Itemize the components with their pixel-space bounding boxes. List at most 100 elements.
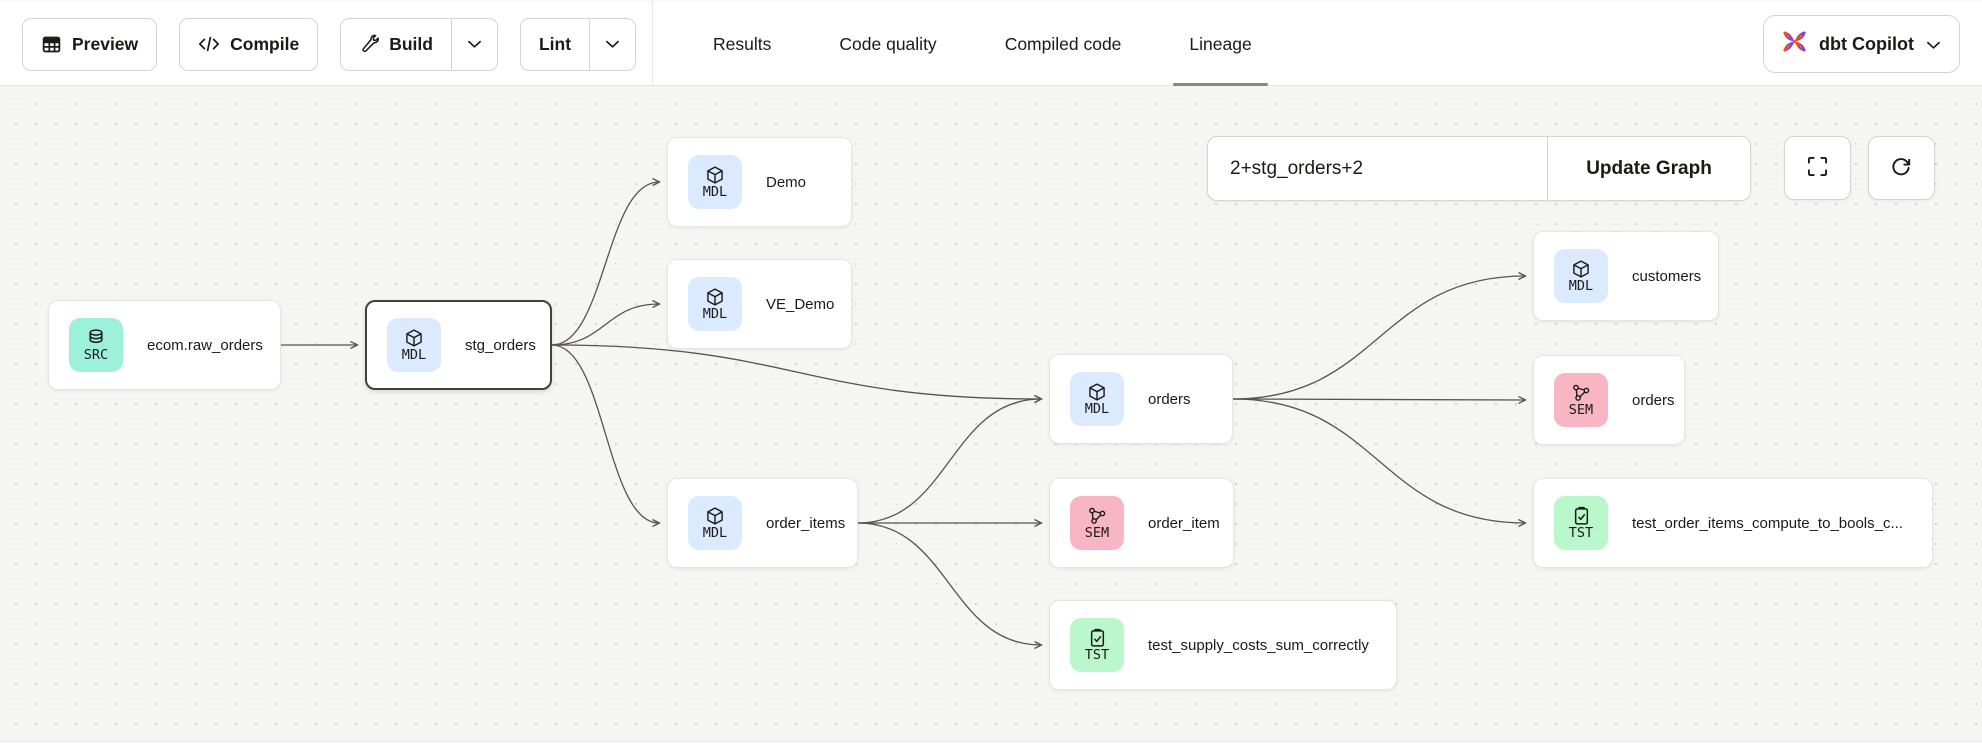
node-type-label: SEM	[1568, 401, 1594, 418]
node-type-badge: SRC	[69, 318, 123, 372]
cube-icon	[705, 506, 725, 526]
node-type-label: SEM	[1084, 524, 1110, 541]
graph-selector-box: Update Graph	[1207, 136, 1751, 201]
node-type-badge: MDL	[1554, 249, 1608, 303]
node-label: order_item	[1148, 514, 1220, 532]
tab-results[interactable]: Results	[713, 33, 772, 54]
dbt-copilot-icon	[1782, 30, 1807, 58]
node-label: VE_Demo	[766, 295, 835, 313]
fullscreen-button[interactable]	[1784, 136, 1851, 200]
toolbar: Preview Compile Build	[0, 0, 1982, 87]
node-type-label: TST	[1084, 646, 1110, 663]
edge-orders_mdl-to-test_order_items	[1232, 398, 1527, 528]
edge-orders_mdl-to-customers	[1232, 271, 1527, 400]
toolbar-right: dbt Copilot	[1763, 15, 1982, 73]
edge-orders_mdl-to-orders_sem	[1232, 395, 1527, 405]
node-type-label: SRC	[83, 346, 109, 363]
fullscreen-icon	[1807, 156, 1828, 180]
node-type-label: MDL	[1568, 277, 1594, 294]
update-graph-button[interactable]: Update Graph	[1547, 137, 1750, 200]
node-label: test_supply_costs_sum_correctly	[1148, 636, 1369, 654]
refresh-button[interactable]	[1868, 136, 1935, 200]
node-type-badge: TST	[1554, 496, 1608, 550]
node-label: test_order_items_compute_to_bools_c...	[1632, 514, 1903, 532]
node-type-badge: MDL	[688, 277, 742, 331]
lineage-node-ecom_raw_orders[interactable]: SRC ecom.raw_orders	[48, 300, 281, 390]
node-type-badge: MDL	[1070, 372, 1124, 426]
lint-dropdown-button[interactable]	[589, 18, 635, 70]
lint-split-button: Lint	[519, 17, 637, 71]
cube-icon	[1087, 382, 1107, 402]
lineage-node-orders_sem[interactable]: SEM orders	[1533, 355, 1685, 445]
node-type-badge: TST	[1070, 618, 1124, 672]
edge-stg_orders-to-ve_demo	[551, 299, 661, 346]
node-type-badge: MDL	[688, 155, 742, 209]
node-type-badge: MDL	[387, 318, 441, 372]
node-type-label: MDL	[702, 524, 728, 541]
semantic-graph-icon	[1087, 506, 1107, 526]
lineage-node-customers[interactable]: MDL customers	[1533, 231, 1719, 321]
node-type-label: MDL	[702, 305, 728, 322]
edge-stg_orders-to-demo	[551, 177, 661, 346]
semantic-graph-icon	[1571, 383, 1591, 403]
lineage-node-order_items[interactable]: MDL order_items	[667, 478, 858, 568]
wrench-icon	[359, 34, 380, 54]
lint-button-label: Lint	[538, 33, 572, 54]
node-label: stg_orders	[465, 336, 536, 354]
build-button-label: Build	[389, 33, 433, 54]
compile-button-label: Compile	[230, 33, 300, 54]
node-type-label: MDL	[401, 346, 427, 363]
build-button[interactable]: Build	[341, 19, 451, 70]
tab-code-quality[interactable]: Code quality	[839, 33, 937, 54]
lineage-node-stg_orders[interactable]: MDL stg_orders	[365, 300, 552, 390]
test-clipboard-icon	[1088, 628, 1107, 648]
chevron-down-icon	[467, 39, 482, 49]
test-clipboard-icon	[1572, 506, 1591, 526]
database-icon	[86, 328, 106, 348]
node-type-label: MDL	[702, 183, 728, 200]
toolbar-divider	[652, 1, 654, 87]
code-icon	[198, 34, 220, 54]
cube-icon	[705, 287, 725, 307]
tab-compiled-code[interactable]: Compiled code	[1004, 33, 1122, 54]
lineage-node-test_order_items[interactable]: TST test_order_items_compute_to_bools_c..…	[1533, 478, 1933, 568]
lineage-node-orders_mdl[interactable]: MDL orders	[1049, 354, 1233, 444]
chevron-down-icon	[1926, 34, 1941, 55]
action-button-group: Preview Compile Build	[0, 17, 637, 71]
node-label: customers	[1632, 267, 1702, 285]
preview-button[interactable]: Preview	[22, 17, 158, 71]
cube-icon	[404, 328, 424, 348]
table-icon	[41, 34, 62, 55]
lineage-node-demo[interactable]: MDL Demo	[667, 137, 852, 227]
edge-order_items-to-test_supply	[857, 522, 1043, 650]
dbt-copilot-label: dbt Copilot	[1819, 33, 1914, 54]
node-type-label: TST	[1568, 524, 1594, 541]
edge-stg_orders-to-order_items	[551, 344, 661, 528]
node-type-label: MDL	[1084, 400, 1110, 417]
build-split-button: Build	[340, 17, 498, 71]
build-dropdown-button[interactable]	[450, 18, 497, 70]
lineage-node-test_supply[interactable]: TST test_supply_costs_sum_correctly	[1049, 600, 1397, 690]
edge-order_items-to-orders_mdl	[857, 394, 1043, 524]
dbt-copilot-button[interactable]: dbt Copilot	[1763, 15, 1960, 73]
node-label: ecom.raw_orders	[147, 336, 263, 354]
node-label: Demo	[766, 173, 807, 191]
tab-lineage[interactable]: Lineage	[1173, 1, 1269, 87]
lint-button[interactable]: Lint	[521, 19, 589, 70]
selector-input[interactable]	[1208, 137, 1547, 200]
chevron-down-icon	[605, 39, 620, 49]
bottom-strip	[0, 742, 1982, 744]
compile-button[interactable]: Compile	[179, 17, 319, 71]
lineage-node-ve_demo[interactable]: MDL VE_Demo	[667, 259, 852, 349]
node-label: orders	[1632, 391, 1675, 409]
result-tabs: Results Code quality Compiled code Lineage	[711, 1, 1318, 87]
edge-stg_orders-to-orders_mdl	[551, 344, 1043, 404]
node-type-badge: MDL	[688, 496, 742, 550]
lineage-node-order_item_sem[interactable]: SEM order_item	[1049, 478, 1234, 568]
node-label: orders	[1148, 390, 1191, 408]
preview-button-label: Preview	[72, 33, 139, 54]
node-type-badge: SEM	[1070, 496, 1124, 550]
node-label: order_items	[766, 514, 846, 532]
cube-icon	[705, 165, 725, 185]
